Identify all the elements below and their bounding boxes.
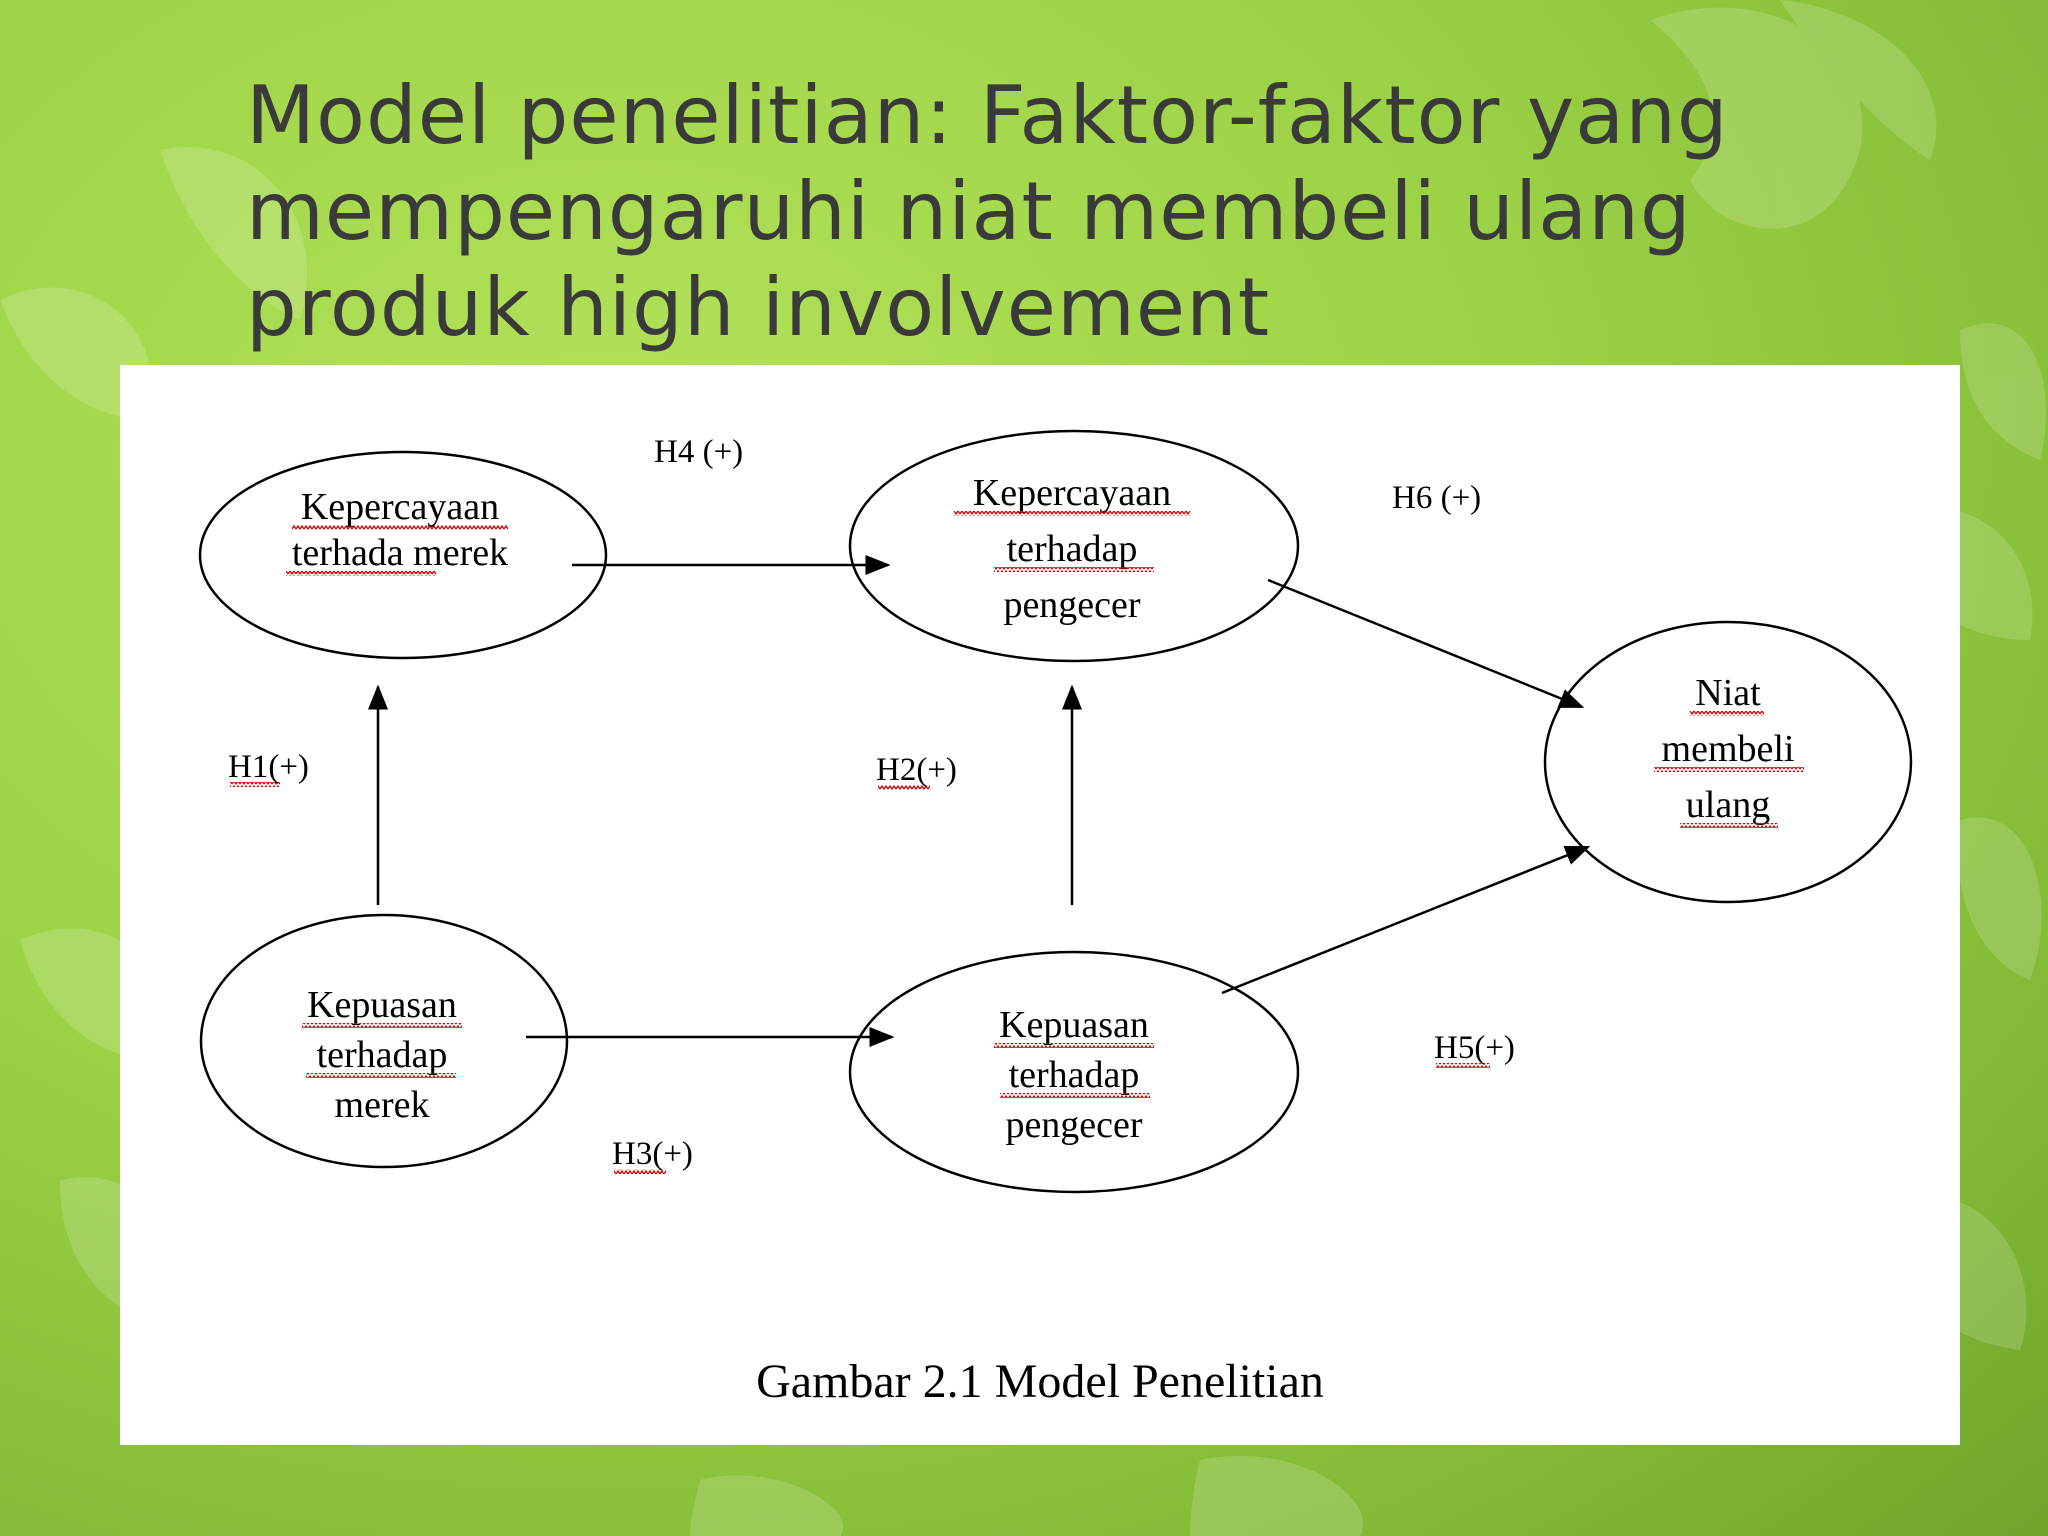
label-kepuasan-merek: Kepuasan terhadap merek <box>307 984 457 1126</box>
node-label-line: Niat <box>1695 672 1761 714</box>
node-kepercayaan-merek <box>198 450 608 660</box>
node-label-line: terhadap <box>1009 1054 1140 1096</box>
node-label-line: pengecer <box>1003 584 1140 626</box>
slide-title-line: Model penelitian: Faktor-faktor yang <box>246 69 1729 162</box>
node-label-line: membeli <box>1662 728 1795 770</box>
label-niat-membeli-ulang: Niat membeli ulang <box>1662 672 1795 826</box>
node-kepercayaan-pengecer <box>848 429 1300 663</box>
spellcheck-underlines <box>230 511 1804 1174</box>
node-label-line: Kepuasan <box>307 984 457 1026</box>
node-kepuasan-merek <box>199 913 569 1169</box>
hypothesis-label-h6: H6 (+) <box>1392 480 1481 516</box>
node-label-line: terhadap <box>317 1034 448 1076</box>
label-kepercayaan-pengecer: Kepercayaan terhadap pengecer <box>973 472 1171 626</box>
slide-title-line: mempengaruhi niat membeli ulang <box>246 165 1692 258</box>
node-label-line: Kepercayaan <box>973 472 1171 514</box>
node-label-line: Kepercayaan <box>301 486 499 528</box>
node-label-line: terhada merek <box>292 532 508 574</box>
research-model-diagram: Kepercayaan terhada merek Kepercayaan te… <box>198 429 1913 1408</box>
node-label-line: terhadap <box>1007 528 1138 570</box>
label-kepuasan-pengecer: Kepuasan terhadap pengecer <box>999 1004 1149 1146</box>
hypothesis-label-h3: H3(+) <box>612 1136 693 1172</box>
hypothesis-label-h1: H1(+) <box>228 749 309 785</box>
node-label-line: Kepuasan <box>999 1004 1149 1046</box>
node-kepuasan-pengecer <box>848 950 1300 1194</box>
figure-caption: Gambar 2.1 Model Penelitian <box>756 1355 1324 1408</box>
label-kepercayaan-merek: Kepercayaan terhada merek <box>292 486 508 574</box>
hypothesis-label-h5: H5(+) <box>1434 1030 1515 1066</box>
arrow-h6 <box>1267 578 1585 709</box>
slide-title: Model penelitian: Faktor-faktor yang mem… <box>246 68 1896 356</box>
hypothesis-label-h4: H4 (+) <box>654 434 743 470</box>
node-label-line: ulang <box>1686 784 1770 826</box>
research-model-figure: Kepercayaan terhada merek Kepercayaan te… <box>120 365 1960 1445</box>
node-label-line: merek <box>335 1084 430 1126</box>
hypothesis-label-h2: H2(+) <box>876 752 957 788</box>
node-niat-membeli-ulang <box>1543 620 1913 904</box>
slide-title-line: produk high involvement <box>246 261 1271 354</box>
arrow-h5 <box>1221 845 1591 995</box>
node-label-line: pengecer <box>1005 1104 1142 1146</box>
